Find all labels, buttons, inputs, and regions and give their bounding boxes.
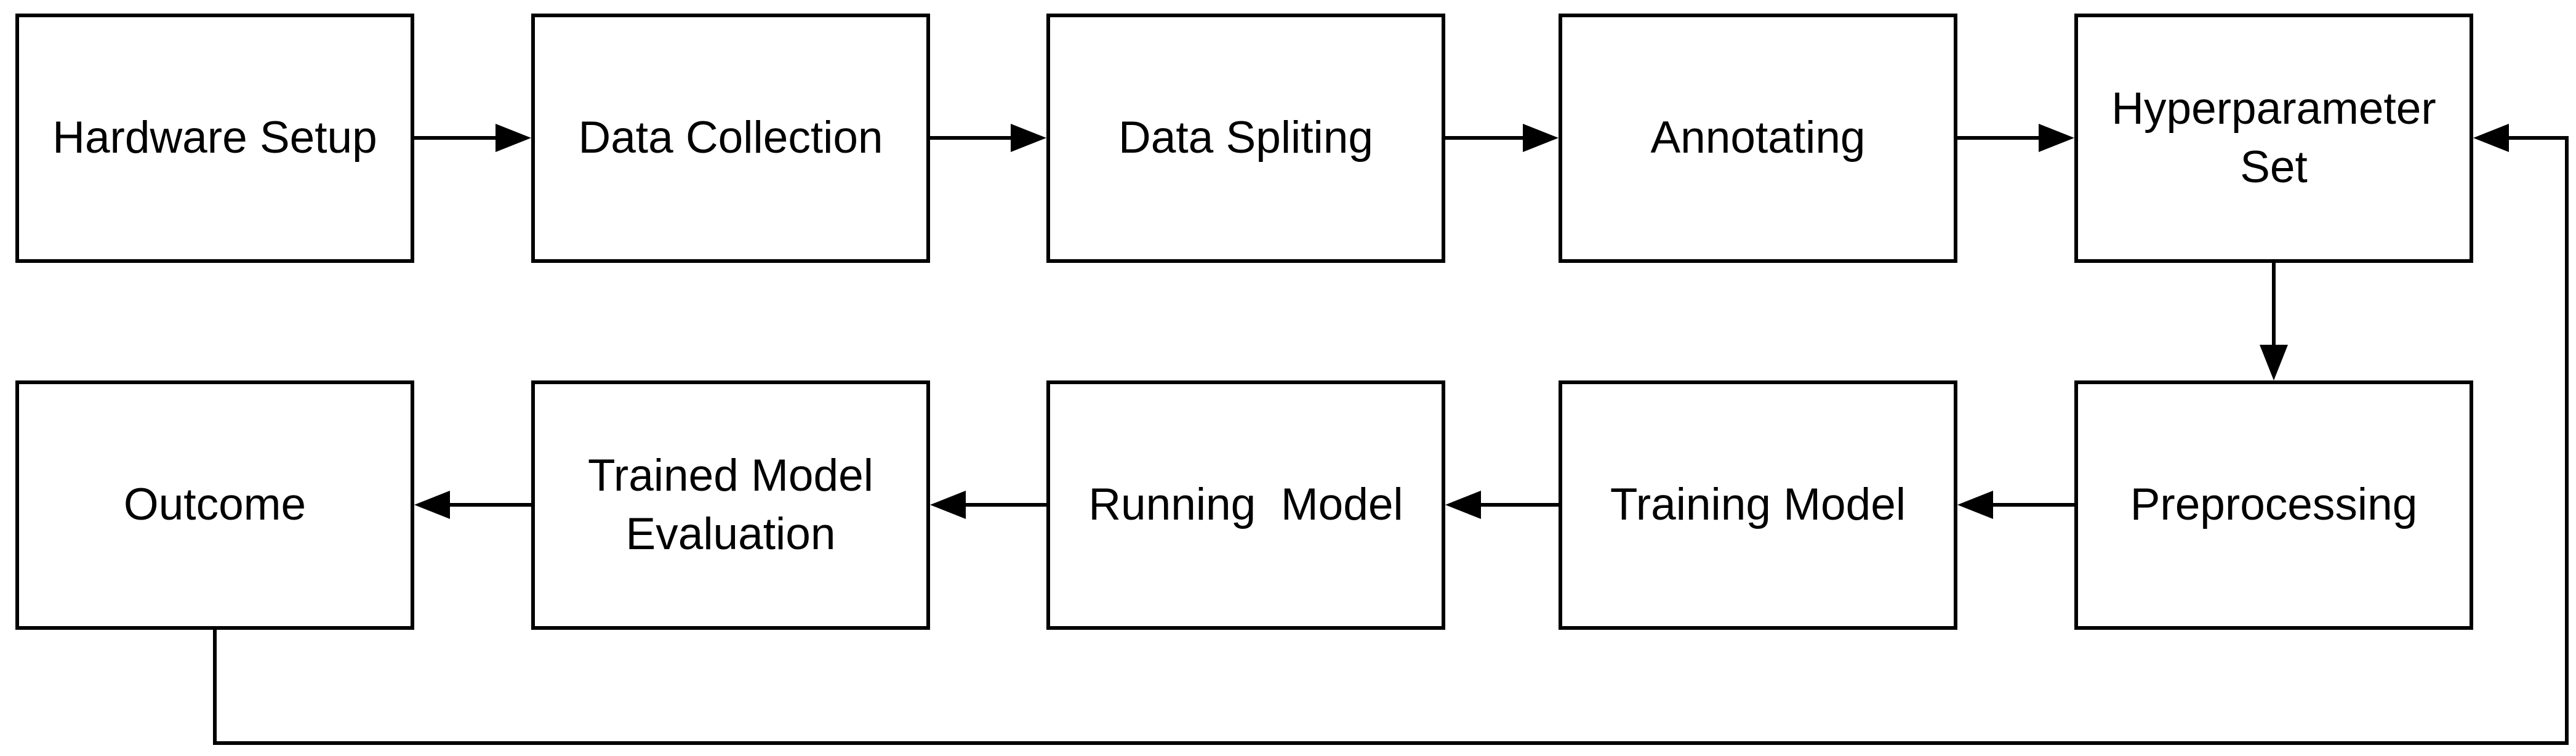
node-trained-model-evaluation-label: Trained Model Evaluation <box>588 450 886 559</box>
node-data-spliting: Data Spliting <box>1046 14 1445 263</box>
node-data-spliting-label: Data Spliting <box>1118 113 1373 163</box>
arrow-annotating-to-hyperparameter-set <box>1957 124 2074 152</box>
arrow-training-model-to-running-model <box>1445 491 1559 519</box>
node-trained-model-evaluation: Trained Model Evaluation <box>531 380 930 630</box>
node-running-model-label: Running Model <box>1088 480 1403 530</box>
node-training-model-label: Training Model <box>1610 480 1906 530</box>
node-hardware-setup-label: Hardware Setup <box>52 113 377 163</box>
node-data-collection-label: Data Collection <box>578 113 883 163</box>
node-data-collection: Data Collection <box>531 14 930 263</box>
node-preprocessing: Preprocessing <box>2074 380 2473 630</box>
arrow-hyperparameter-set-to-preprocessing <box>2260 263 2288 380</box>
node-training-model: Training Model <box>1559 380 1957 630</box>
node-annotating: Annotating <box>1559 14 1957 263</box>
arrow-running-model-to-trained-model-evaluation <box>930 491 1046 519</box>
node-running-model: Running Model <box>1046 380 1445 630</box>
arrow-data-collection-to-data-spliting <box>930 124 1046 152</box>
node-hyperparameter-set-label: Hyperparameter Set <box>2111 83 2449 192</box>
feedback-loop-outcome-to-hyperparameter-set <box>213 124 2569 745</box>
arrow-trained-model-evaluation-to-outcome <box>414 491 531 519</box>
node-preprocessing-label: Preprocessing <box>2130 480 2418 530</box>
node-hardware-setup: Hardware Setup <box>15 14 414 263</box>
node-annotating-label: Annotating <box>1650 113 1866 163</box>
node-hyperparameter-set: Hyperparameter Set <box>2074 14 2473 263</box>
arrow-preprocessing-to-training-model <box>1957 491 2074 519</box>
node-outcome: Outcome <box>15 380 414 630</box>
node-outcome-label: Outcome <box>123 480 307 530</box>
arrow-data-spliting-to-annotating <box>1445 124 1559 152</box>
arrow-hardware-setup-to-data-collection <box>414 124 531 152</box>
